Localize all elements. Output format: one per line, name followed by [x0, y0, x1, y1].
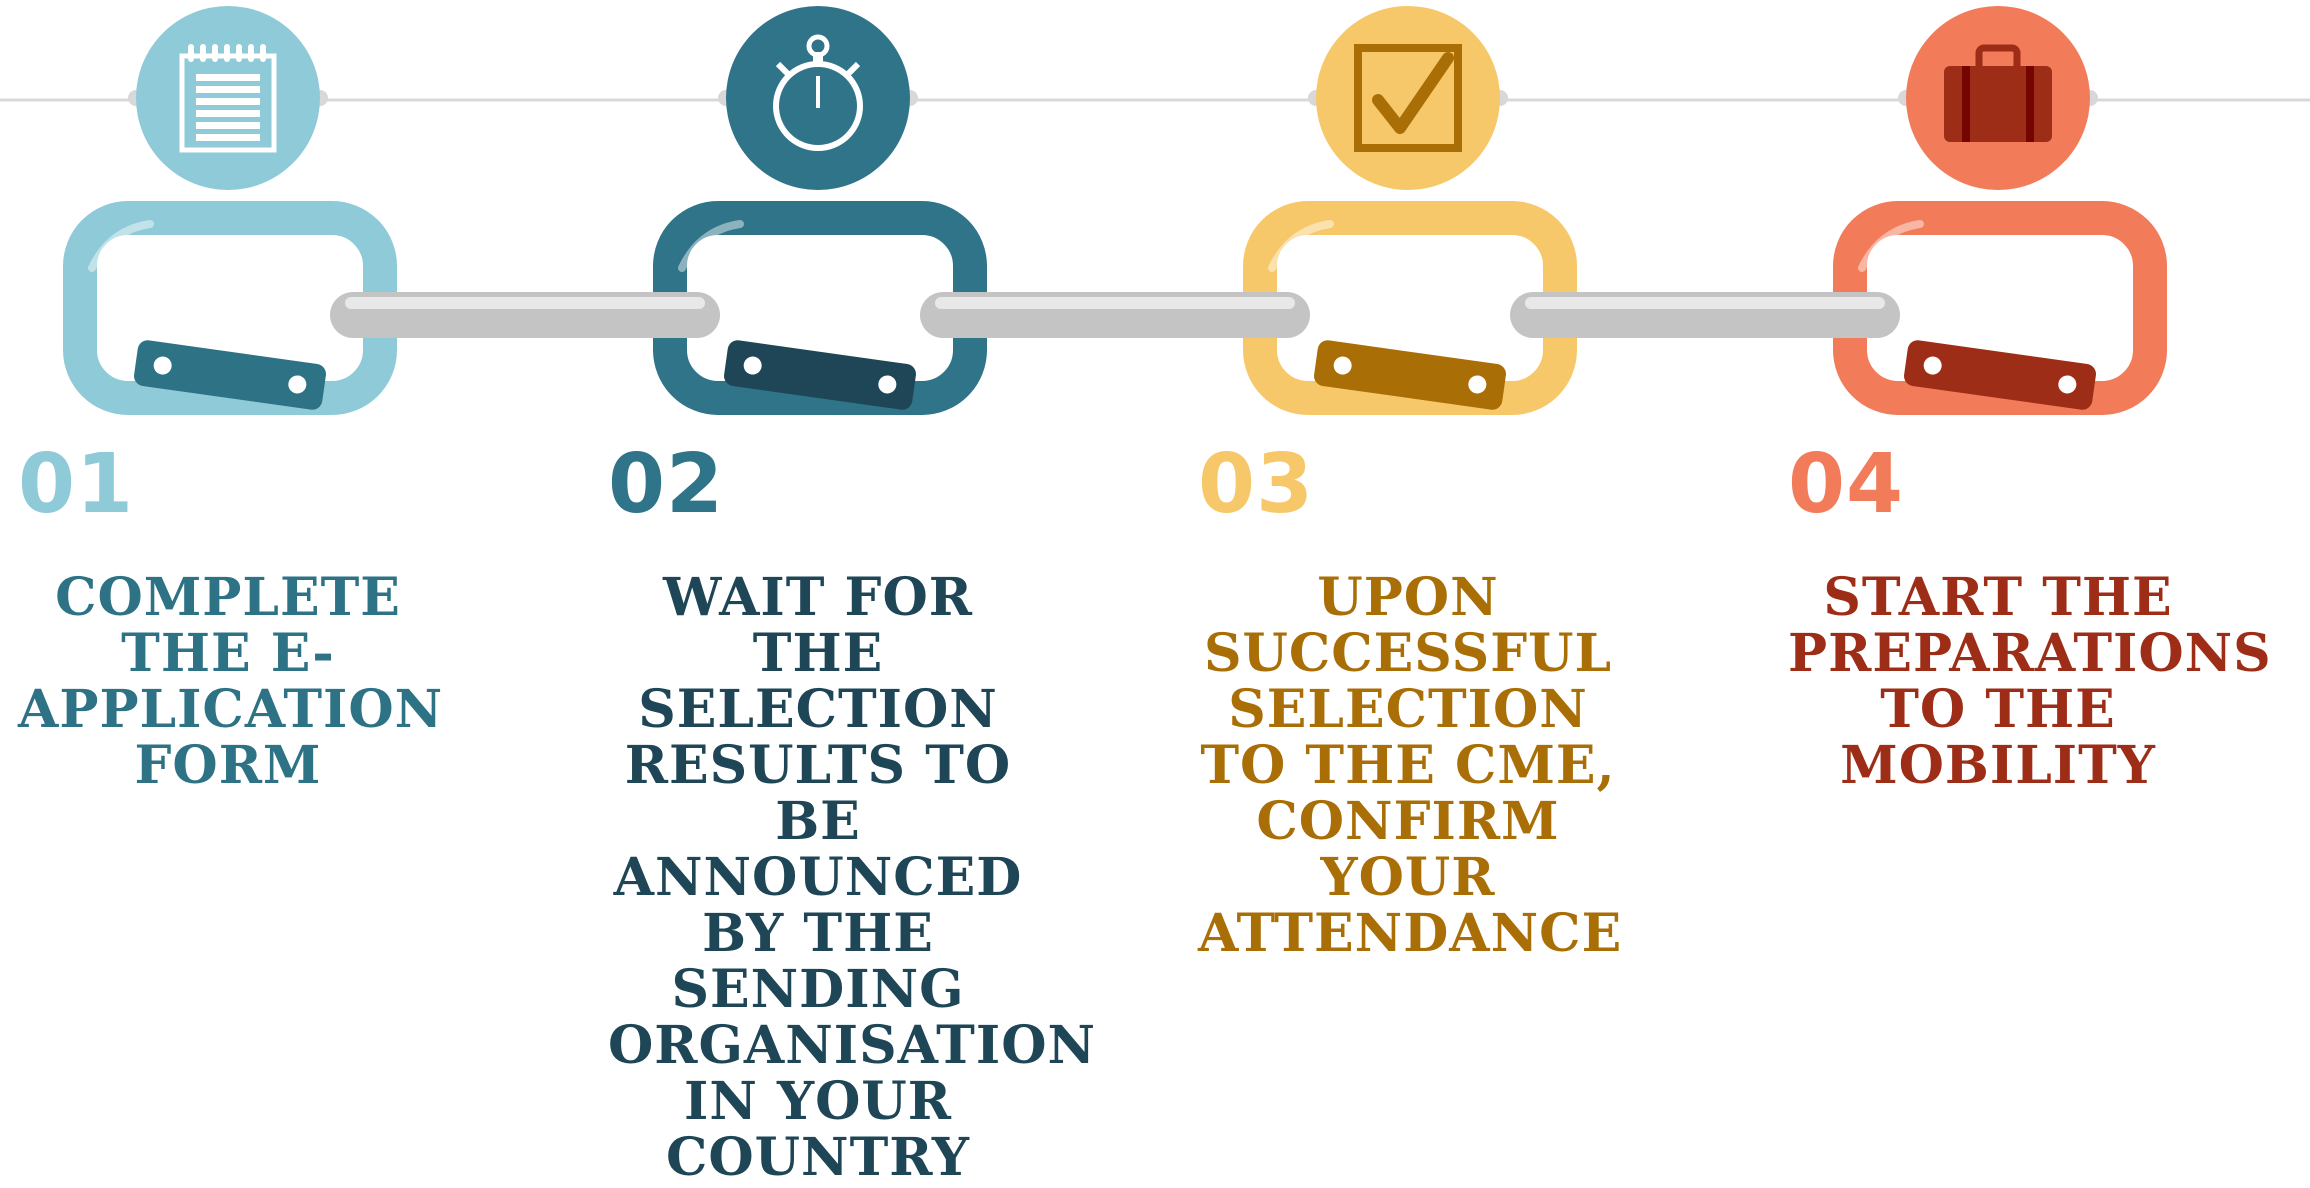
carabiner-gate	[1314, 340, 1506, 410]
calendar-icon	[179, 44, 277, 153]
checkbox-icon	[1354, 44, 1462, 152]
chain-diagram	[0, 6, 2310, 415]
briefcase-icon	[1944, 44, 2052, 142]
step-number: 04	[1788, 437, 1905, 532]
carabiner-gate	[134, 340, 326, 410]
step-description: Wait for the selection results to be ann…	[608, 567, 1097, 1188]
carabiner-gate	[1904, 340, 2096, 410]
step-number: 03	[1198, 437, 1315, 532]
carabiner-gate	[724, 340, 916, 410]
chain-connector	[330, 292, 720, 338]
step-badge	[1308, 6, 1508, 190]
step-badge	[718, 6, 918, 190]
step-4: 04 Start the preparations to the mobilit…	[1770, 0, 2310, 928]
step-badge	[1898, 6, 2098, 190]
stopwatch-icon	[773, 34, 863, 151]
chain-connector	[920, 292, 1310, 338]
step-description: Start the preparations to the mobility	[1788, 567, 2272, 796]
step-description: Upon successful selection to the CME, co…	[1198, 567, 1623, 964]
chain-connector	[1510, 292, 1900, 338]
step-3: 03 Upon successful selection to the CME,…	[1180, 0, 1757, 962]
step-1: 01 Complete the e-application form	[0, 0, 577, 928]
step-number: 02	[608, 437, 725, 532]
step-number: 01	[18, 437, 135, 532]
step-2: 02 Wait for the selection results to be …	[590, 0, 1167, 1186]
step-badge	[128, 6, 328, 190]
step-description: Complete the e-application form	[18, 567, 444, 796]
